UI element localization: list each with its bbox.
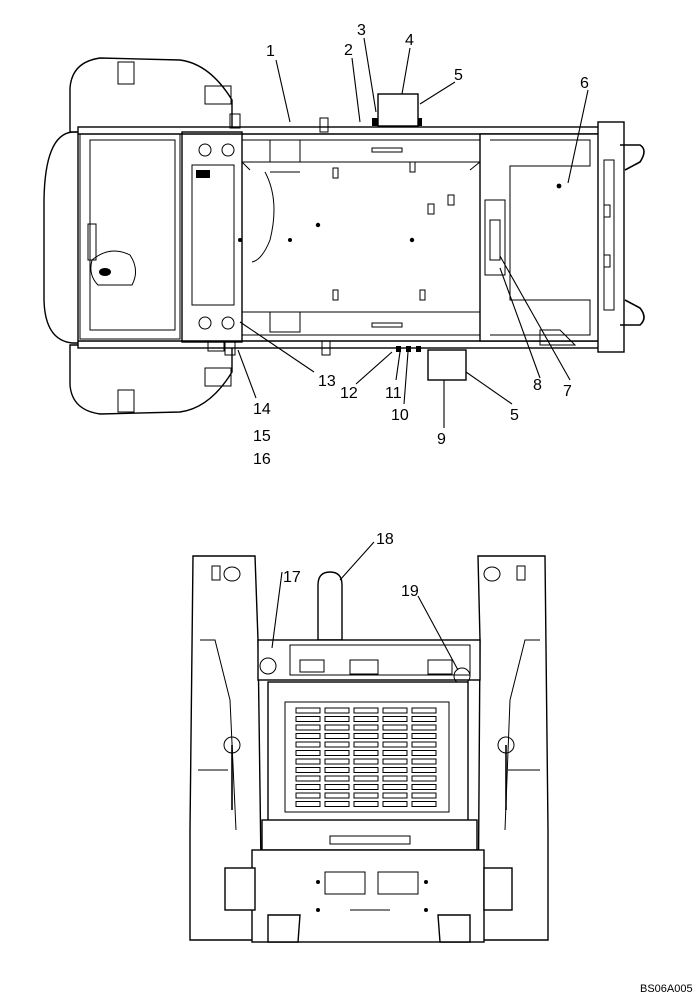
callout-3: 3: [357, 22, 366, 39]
grille-slot: [411, 750, 437, 756]
callout-12: 12: [340, 385, 358, 402]
callout-6: 6: [580, 75, 589, 92]
grille-slot: [324, 775, 350, 782]
radiator-grille-slots: [295, 707, 437, 807]
grille-slot: [295, 775, 321, 782]
grille-slot: [295, 741, 321, 748]
grille-slot: [382, 724, 408, 731]
grille-slot: [353, 792, 379, 799]
callout-7: 7: [563, 383, 572, 400]
callout-4: 4: [405, 32, 414, 49]
drawing-code: BS06A005: [640, 983, 693, 995]
callout-13: 13: [318, 373, 336, 390]
grille-slot: [353, 767, 379, 773]
callout-5-bottom: 5: [510, 407, 519, 424]
callout-2: 2: [344, 42, 353, 59]
grille-slot: [411, 724, 437, 731]
grille-slot: [353, 784, 379, 790]
grille-slot: [295, 801, 321, 807]
grille-slot: [411, 775, 437, 782]
grille-slot: [353, 716, 379, 722]
callout-17: 17: [283, 569, 301, 586]
top-view-frame: [43, 57, 645, 415]
grille-slot: [324, 792, 350, 799]
callout-labels: 1 2 3 4 5 6 7 8 9 10 11 12 5 13 14 15 16…: [253, 22, 589, 600]
grille-slot: [295, 716, 321, 722]
grille-slot: [382, 750, 408, 756]
grille-slot: [353, 758, 379, 765]
grille-slot: [411, 784, 437, 790]
grille-slot: [382, 707, 408, 714]
grille-slot: [324, 801, 350, 807]
callout-8: 8: [533, 377, 542, 394]
grille-slot: [353, 733, 379, 739]
grille-slot: [382, 758, 408, 765]
grille-slot: [411, 792, 437, 799]
grille-slot: [295, 784, 321, 790]
grille-slot: [353, 750, 379, 756]
grille-slot: [324, 733, 350, 739]
grille-slot: [295, 707, 321, 714]
callout-10: 10: [391, 407, 409, 424]
callout-5-top: 5: [454, 67, 463, 84]
callout-14: 14: [253, 401, 271, 418]
callout-15: 15: [253, 428, 271, 445]
grille-slot: [411, 767, 437, 773]
grille-slot: [353, 801, 379, 807]
leader-lines: [237, 37, 589, 671]
grille-slot: [295, 724, 321, 731]
grille-slot: [382, 801, 408, 807]
grille-slot: [324, 784, 350, 790]
grille-slot: [382, 784, 408, 790]
grille-slot: [295, 733, 321, 739]
grille-slot: [382, 767, 408, 773]
grille-slot: [411, 801, 437, 807]
front-view-frame: [189, 555, 549, 943]
grille-slot: [382, 733, 408, 739]
callout-19: 19: [401, 583, 419, 600]
grille-slot: [411, 741, 437, 748]
grille-slot: [382, 716, 408, 722]
grille-slot: [324, 767, 350, 773]
callout-18: 18: [376, 531, 394, 548]
callout-9: 9: [437, 431, 446, 448]
grille-slot: [295, 758, 321, 765]
grille-slot: [295, 767, 321, 773]
grille-slot: [353, 741, 379, 748]
grille-slot: [295, 792, 321, 799]
grille-slot: [324, 741, 350, 748]
grille-slot: [295, 750, 321, 756]
callout-1: 1: [266, 43, 275, 60]
grille-slot: [324, 758, 350, 765]
grille-slot: [324, 724, 350, 731]
callout-11: 11: [385, 385, 402, 402]
grille-slot: [324, 750, 350, 756]
grille-slot: [411, 758, 437, 765]
callout-16: 16: [253, 451, 271, 468]
grille-slot: [411, 733, 437, 739]
grille-slot: [353, 707, 379, 714]
grille-slot: [382, 775, 408, 782]
grille-slot: [324, 716, 350, 722]
grille-slot: [353, 724, 379, 731]
grille-slot: [411, 707, 437, 714]
grille-slot: [353, 775, 379, 782]
grille-slot: [382, 792, 408, 799]
grille-slot: [411, 716, 437, 722]
grille-slot: [382, 741, 408, 748]
grille-slot: [324, 707, 350, 714]
